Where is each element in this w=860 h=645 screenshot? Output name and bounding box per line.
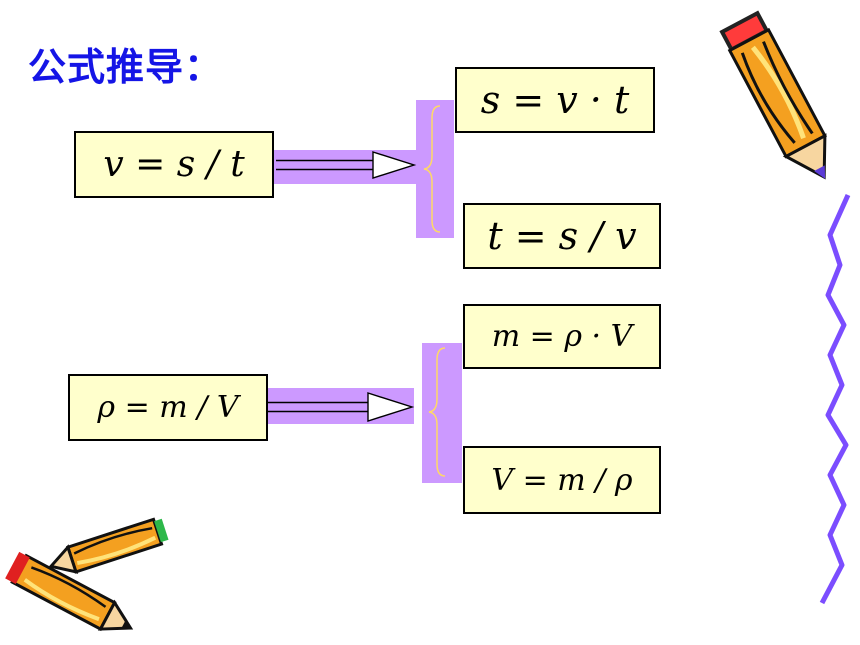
bracket-bar-speed	[416, 100, 454, 238]
pencils-icon	[5, 517, 169, 632]
formula-result-mass-text: m = ρ · V	[491, 319, 633, 354]
formula-result-time-text: t = s / v	[487, 214, 637, 258]
bracket-bar-density	[422, 343, 462, 483]
squiggle-line-decoration	[819, 193, 851, 605]
formula-source-density: ρ = m / V	[68, 374, 268, 441]
brace-density	[428, 347, 446, 477]
formula-result-time: t = s / v	[463, 203, 661, 269]
formula-source-speed-text: v = s / t	[103, 144, 245, 185]
formula-result-mass: m = ρ · V	[463, 304, 661, 369]
formula-result-volume: V = m / ρ	[463, 446, 661, 514]
arrow-density	[268, 392, 415, 422]
formula-source-speed: v = s / t	[74, 131, 274, 198]
arrow-speed	[276, 151, 417, 179]
formula-result-distance-text: s = v · t	[480, 78, 630, 122]
page-title: 公式推导：	[28, 45, 224, 89]
pencil-icon	[719, 10, 827, 180]
brace-speed	[423, 105, 441, 233]
formula-result-volume-text: V = m / ρ	[491, 462, 633, 498]
formula-source-density-text: ρ = m / V	[97, 390, 239, 425]
formula-result-distance: s = v · t	[455, 67, 655, 133]
